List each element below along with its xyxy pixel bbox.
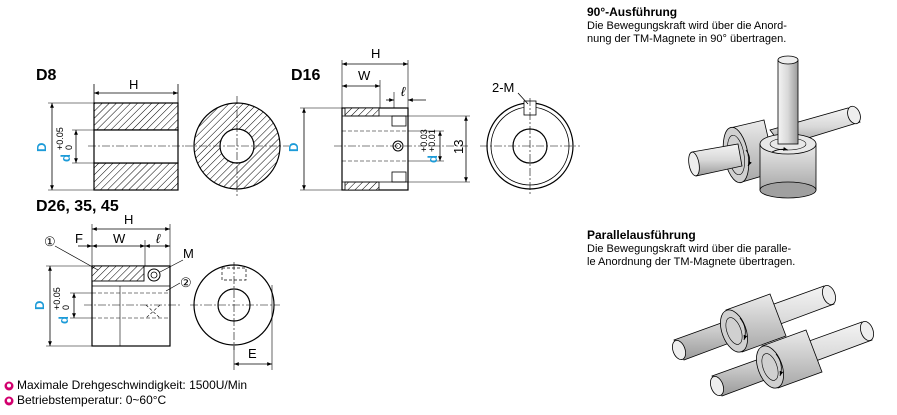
note-temperature-text: Betriebstemperatur: 0~60°C	[17, 393, 167, 407]
parallel-illustration	[672, 284, 874, 397]
d8-tol-zero: 0	[64, 145, 74, 150]
d8-title: D8	[36, 67, 57, 84]
d16-2m-label: 2-M	[492, 80, 514, 95]
parallel-line1: Die Bewegungskraft wird über die paralle…	[587, 243, 792, 255]
d16-tol-plus2: +0.01	[427, 129, 437, 152]
note-max-speed: Maximale Drehgeschwindigkeit: 1500U/Min	[4, 378, 247, 393]
d26-e-label: E	[248, 346, 257, 361]
note-max-speed-text: Maximale Drehgeschwindigkeit: 1500U/Min	[17, 378, 248, 392]
d16-w-label: W	[358, 68, 371, 83]
d26-d-outer: D	[32, 301, 47, 310]
d26-marker-2: ②	[180, 275, 192, 290]
d16-h-label: H	[371, 46, 380, 61]
d16-view: D16 H W ℓ D d +0	[286, 46, 580, 196]
parallel-line2: le Anordnung der TM-Magnete übertragen.	[587, 256, 796, 268]
d26-w-label: W	[113, 231, 126, 246]
d16-13-label: 13	[451, 140, 466, 154]
d8-h-label: H	[129, 77, 138, 92]
spec-marker-icon	[4, 396, 14, 405]
d8-tol-plus: +0.05	[55, 127, 65, 150]
note-temperature: Betriebstemperatur: 0~60°C	[4, 393, 247, 408]
d8-d-inner: d	[58, 154, 73, 162]
spec-notes: Maximale Drehgeschwindigkeit: 1500U/Min …	[4, 378, 247, 408]
parallel-title: Parallelausführung	[587, 228, 696, 242]
d16-d-inner: d	[425, 155, 440, 163]
ninety-degree-caption: 90°-Ausführung Die Bewegungskraft wird ü…	[587, 6, 787, 46]
parallel-caption: Parallelausführung Die Bewegungskraft wi…	[587, 229, 795, 269]
d26-title: D26, 35, 45	[36, 198, 119, 215]
ninety-degree-line1: Die Bewegungskraft wird über die Anord-	[587, 20, 787, 32]
d26-marker-1: ①	[44, 234, 56, 249]
d16-title: D16	[291, 67, 320, 84]
d16-tol-plus: +0.03	[419, 129, 429, 152]
d8-view: D8 H D d +0.05 0	[34, 67, 289, 196]
d26-l-label: ℓ	[156, 231, 161, 246]
d26-f-label: F	[75, 231, 83, 246]
ninety-degree-line2: nung der TM-Magnete in 90° übertragen.	[587, 33, 787, 45]
d26-d-inner: d	[56, 316, 71, 324]
spec-marker-icon	[4, 381, 14, 390]
d26-view: D26, 35, 45 H F W ℓ ① ② M	[32, 198, 280, 370]
d26-tol-plus: +0.05	[52, 287, 62, 310]
d26-h-label: H	[124, 212, 133, 227]
d16-l-label: ℓ	[401, 84, 406, 99]
ninety-degree-illustration	[688, 55, 861, 199]
d8-d-outer: D	[34, 143, 49, 152]
d16-d-outer: D	[286, 143, 301, 152]
d26-tol-zero: 0	[61, 305, 71, 310]
d26-m-label: M	[183, 246, 194, 261]
ninety-degree-title: 90°-Ausführung	[587, 5, 678, 19]
